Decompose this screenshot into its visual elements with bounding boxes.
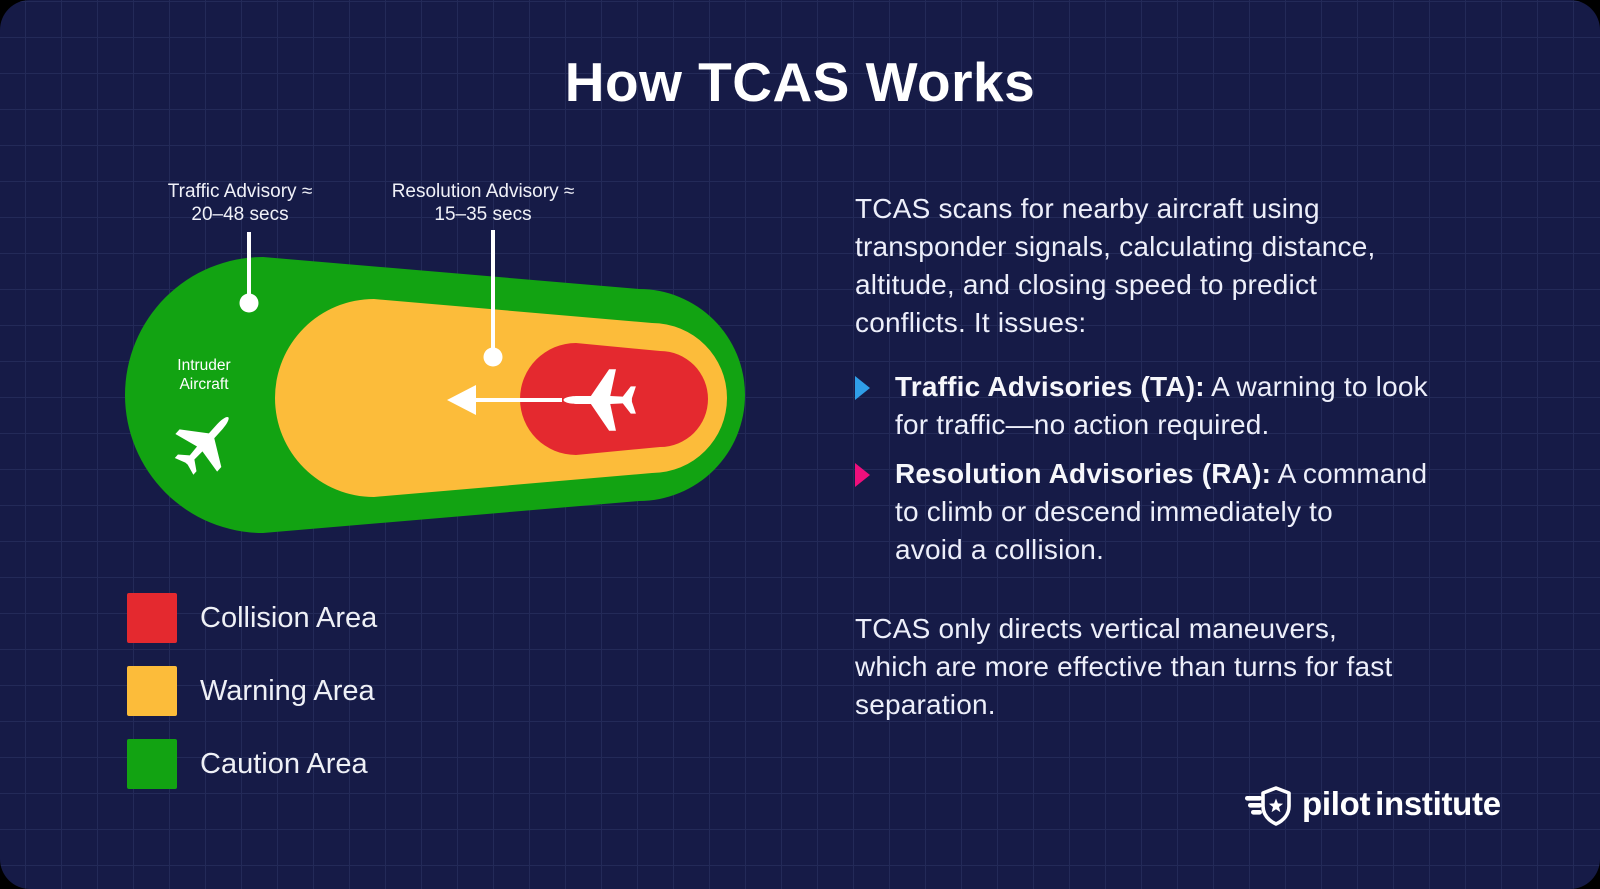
legend-item-caution: Caution Area (127, 739, 377, 789)
collision-swatch (127, 593, 177, 643)
tcas-zones-diagram (125, 230, 745, 533)
blue-triangle-icon (855, 376, 870, 400)
outro-paragraph: TCAS only directs vertical maneuvers, wh… (855, 613, 1393, 720)
legend-label: Caution Area (200, 747, 368, 780)
legend-label: Collision Area (200, 601, 378, 634)
bullet-description: A command to climb or descend immediatel… (895, 458, 1428, 565)
legend-item-collision: Collision Area (127, 593, 377, 643)
legend-item-warning: Warning Area (127, 666, 377, 716)
bullet-description: A warning to look for traffic—no action … (895, 371, 1428, 440)
resolution-advisory-label: Resolution Advisory ≈ 15–35 secs (391, 181, 575, 225)
caution-swatch (127, 739, 177, 789)
resolution-advisory-callout-line (483, 230, 503, 367)
advisory-bullet-list: Traffic Advisories (TA): A warning to lo… (855, 368, 1515, 580)
legend-label: Warning Area (200, 674, 375, 707)
pink-triangle-icon (855, 463, 870, 487)
closing-direction-arrow (447, 385, 562, 415)
bullet-term: Traffic Advisories (TA): (895, 371, 1205, 402)
traffic-advisory-callout-line (239, 232, 259, 313)
intro-paragraph: TCAS scans for nearby aircraft using tra… (855, 193, 1376, 338)
list-item-traffic-advisory: Traffic Advisories (TA): A warning to lo… (855, 368, 1515, 444)
warning-swatch (127, 666, 177, 716)
traffic-advisory-label: Traffic Advisory ≈ 20–48 secs (167, 181, 313, 225)
intruder-aircraft-label: Intruder Aircraft (177, 357, 231, 393)
page-title: How TCAS Works (564, 51, 1036, 113)
zone-legend: Collision Area Warning Area Caution Area (127, 593, 377, 812)
bullet-term: Resolution Advisories (RA): (895, 458, 1272, 489)
winged-shield-star-icon (1245, 786, 1291, 826)
list-item-resolution-advisory: Resolution Advisories (RA): A command to… (855, 455, 1515, 569)
